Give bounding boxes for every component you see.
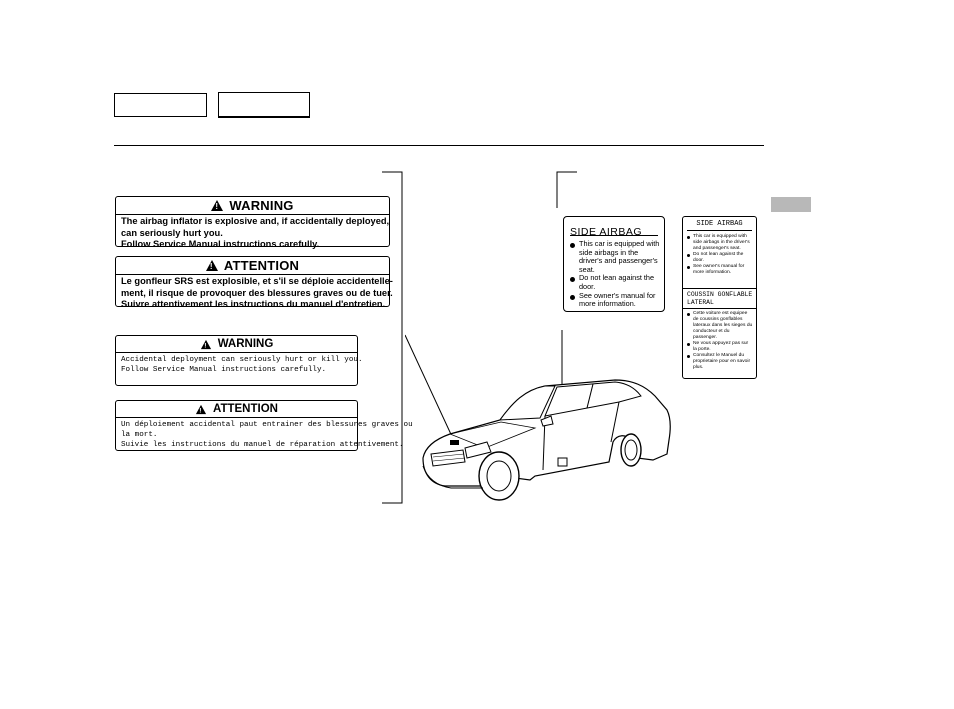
label-line: Un déploiement accidental paut entrainer… <box>121 421 413 429</box>
car-mirror <box>540 415 554 427</box>
side-airbag-list-en: This car is equipped with side airbags i… <box>687 234 753 276</box>
hood-pointer-line <box>405 334 456 444</box>
car-headlight <box>464 441 492 459</box>
list-item: This car is equipped with side airbags i… <box>569 239 660 274</box>
label-line: Follow Service Manual instructions caref… <box>121 239 320 250</box>
car-windshield <box>498 385 556 421</box>
side-airbag-label-bilingual: SIDE AIRBAG This car is equipped with si… <box>682 216 757 379</box>
side-airbag-title-fr: COUSSIN GONFLABLE LATERAL <box>687 291 753 307</box>
list-item: Cette voiture est equipee de coussins go… <box>687 311 753 341</box>
left-bracket <box>382 171 403 504</box>
side-airbag-title: SIDE AIRBAG <box>570 222 658 238</box>
label-line: Accidental deployment can seriously hurt… <box>121 356 363 364</box>
list-item: Do not lean against the door. <box>687 252 753 264</box>
inflator-warning-label-english: WARNING Accidental deployment can seriou… <box>115 335 363 386</box>
label-line: The airbag inflator is explosive and, if… <box>121 216 390 226</box>
label-line: Le gonfleur SRS est explosible, et s'il … <box>121 276 393 286</box>
hood-warning-label-french: ATTENTION Le gonfleur SRS est explosible… <box>115 256 393 309</box>
car-illustration <box>405 330 671 501</box>
section-side-tab <box>771 197 811 212</box>
attention-heading: ATTENTION <box>223 258 300 273</box>
warning-triangle-icon <box>211 200 224 211</box>
warning-triangle-icon <box>195 404 207 414</box>
car-side-window <box>544 381 642 417</box>
right-bracket <box>556 171 577 208</box>
list-item: See owner's manual for more information. <box>687 264 753 276</box>
list-item: Consultez le Manuel du proprietaire pour… <box>687 353 753 371</box>
door-label-marker <box>557 457 568 467</box>
header-rule <box>114 145 764 146</box>
side-airbag-title-en: SIDE AIRBAG <box>687 220 752 231</box>
label-line: Follow Service Manual instructions caref… <box>121 366 327 374</box>
hood-label-marker <box>450 440 459 445</box>
header-tab-1 <box>114 93 207 117</box>
car-grille <box>430 449 466 467</box>
divider <box>683 288 756 289</box>
inflator-warning-label-french: ATTENTION Un déploiement accidental paut… <box>115 400 413 451</box>
list-item: Ne vous appuyez pas sur la porte. <box>687 341 753 353</box>
label-line: Suivie les instructions du manuel de rép… <box>121 441 404 449</box>
label-line: ment, il risque de provoquer des blessur… <box>121 287 393 298</box>
side-airbag-list: This car is equipped with side airbags i… <box>569 239 660 309</box>
title-fr-line: COUSSIN GONFLABLE <box>687 291 753 298</box>
list-item: This car is equipped with side airbags i… <box>687 234 753 252</box>
list-item: Do not lean against the door. <box>569 274 660 291</box>
hood-warning-label-english: WARNING The airbag inflator is explosive… <box>115 196 390 249</box>
list-item: See owner's manual for more information. <box>569 291 660 309</box>
warning-heading: WARNING <box>229 198 294 213</box>
warning-heading: WARNING <box>217 338 274 350</box>
attention-heading: ATTENTION <box>213 403 278 415</box>
warning-triangle-icon <box>200 339 211 349</box>
side-airbag-title-text: SIDE AIRBAG <box>570 226 643 238</box>
warning-triangle-icon <box>205 260 218 271</box>
title-en-text: SIDE AIRBAG <box>696 220 743 228</box>
side-airbag-list-fr: Cette voiture est equipee de coussins go… <box>687 311 753 371</box>
divider <box>683 308 756 309</box>
label-line: can seriously hurt you. <box>121 227 223 238</box>
label-line: la mort. <box>121 431 158 439</box>
title-fr-line: LATERAL <box>687 299 714 306</box>
side-airbag-label: SIDE AIRBAG This car is equipped with si… <box>563 216 665 312</box>
label-line: Suivre attentivement les instructions du… <box>121 299 386 310</box>
header-tab-2 <box>218 92 310 118</box>
